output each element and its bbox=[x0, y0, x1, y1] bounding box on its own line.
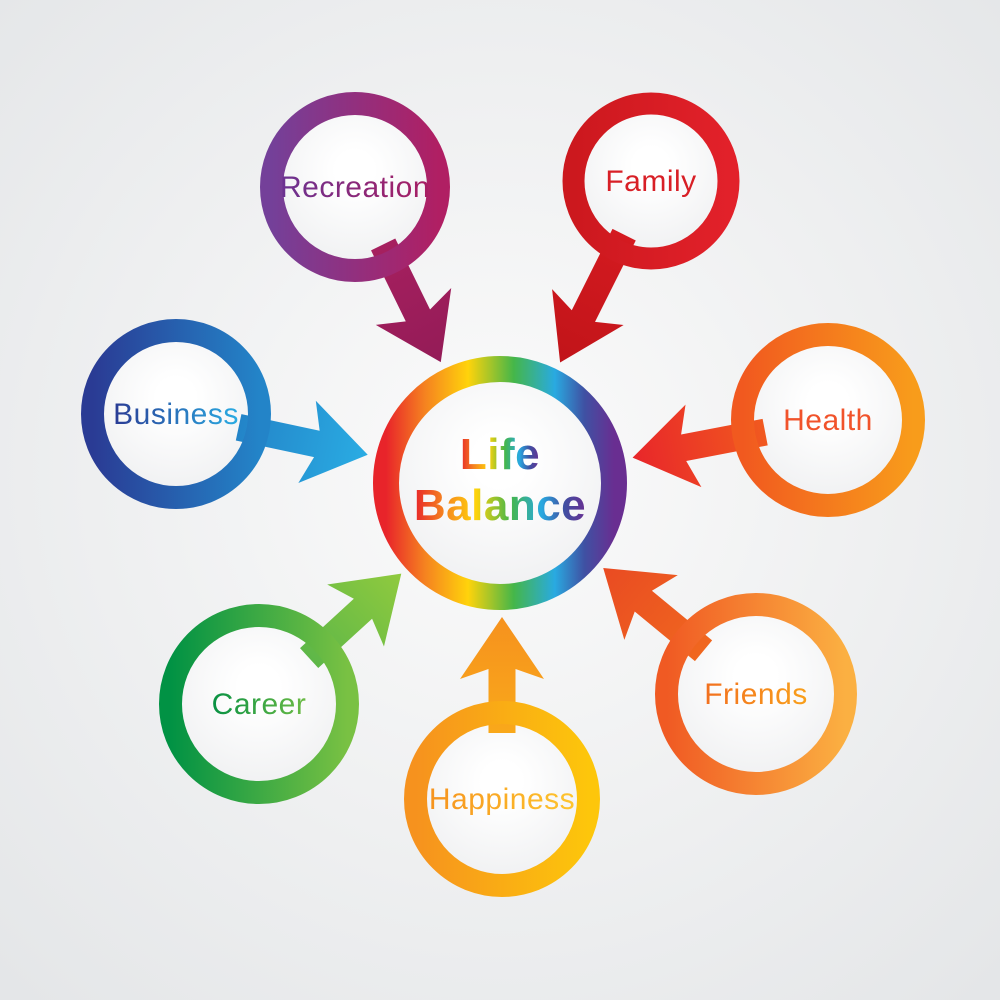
happiness-ring bbox=[404, 701, 600, 897]
health-ring bbox=[731, 323, 925, 517]
career-inner-circle bbox=[170, 615, 348, 793]
center-title-line2: Balance bbox=[414, 481, 586, 530]
node-family: Family bbox=[552, 92, 740, 363]
family-arrow-icon bbox=[552, 228, 636, 363]
business-ring bbox=[81, 319, 271, 509]
happiness-label: Happiness bbox=[429, 783, 575, 816]
node-career: Career bbox=[159, 573, 402, 804]
center-node: Life Balance bbox=[373, 356, 627, 610]
node-business: Business bbox=[81, 319, 368, 509]
friends-label: Friends bbox=[704, 678, 808, 711]
family-ring bbox=[562, 92, 740, 270]
node-happiness: Happiness bbox=[404, 617, 600, 897]
center-rainbow-ring bbox=[373, 356, 627, 610]
center-inner-circle bbox=[386, 369, 614, 597]
recreation-label: Recreation bbox=[280, 171, 430, 204]
center-title-line1: Life bbox=[460, 430, 540, 479]
health-inner-circle bbox=[742, 334, 914, 506]
node-friends: Friends bbox=[603, 568, 857, 795]
career-ring bbox=[159, 604, 359, 804]
health-label: Health bbox=[783, 404, 873, 437]
family-label: Family bbox=[605, 165, 696, 198]
node-recreation: Recreation bbox=[260, 92, 452, 363]
happiness-arrow-icon bbox=[460, 617, 544, 733]
family-inner-circle bbox=[573, 103, 729, 259]
recreation-inner-circle bbox=[271, 103, 439, 271]
business-inner-circle bbox=[92, 330, 260, 498]
recreation-ring bbox=[260, 92, 450, 282]
node-health: Health bbox=[632, 323, 925, 517]
happiness-inner-circle bbox=[415, 712, 589, 886]
friends-inner-circle bbox=[666, 604, 846, 784]
business-label: Business bbox=[113, 398, 239, 431]
friends-ring bbox=[655, 593, 857, 795]
career-label: Career bbox=[212, 688, 307, 721]
